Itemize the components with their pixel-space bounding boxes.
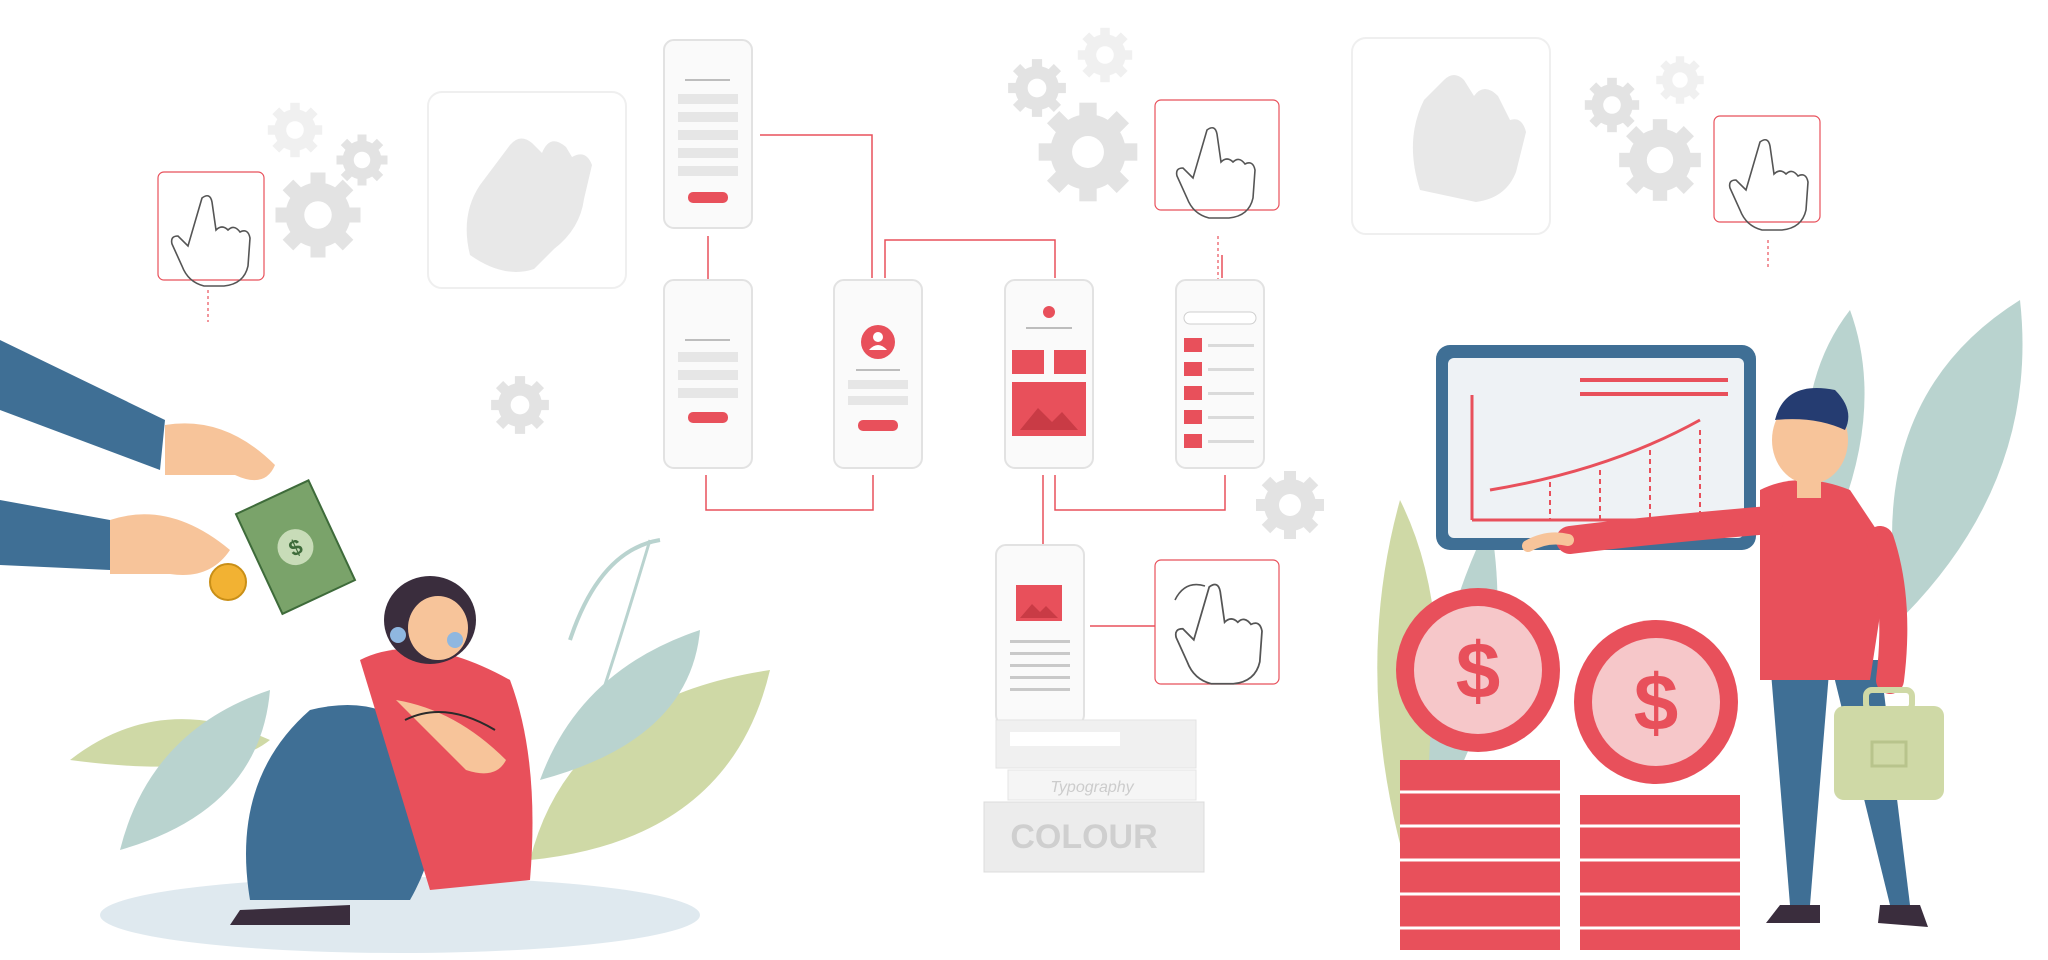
left-foliage (70, 538, 770, 953)
gear-icon (1619, 119, 1701, 201)
image-icon (1012, 350, 1044, 374)
gear-icon (1008, 59, 1066, 117)
gear-icon (1656, 56, 1704, 104)
banknote: $ (234, 479, 357, 616)
briefcase-icon (1834, 687, 1944, 800)
gear-icon (1584, 77, 1640, 133)
primary-button (688, 192, 728, 203)
book-title-typography: Typography (1050, 779, 1134, 796)
dollar-coin-icon: $ (1574, 620, 1738, 784)
svg-text:$: $ (1634, 658, 1679, 747)
phone-wireframe-search-list (1175, 279, 1265, 469)
coin-stack-left (1400, 760, 1560, 950)
gear-icon (491, 376, 549, 434)
coin-stack-right (1580, 795, 1740, 950)
gear-icon (275, 172, 361, 258)
tap-gesture-card (1713, 115, 1821, 268)
image-icon (1054, 350, 1086, 374)
pinch-hand-icon (466, 138, 592, 272)
phone-wireframe-form (663, 279, 753, 469)
phone-wireframe-list (663, 39, 753, 229)
book-stack: Typography COLOUR (983, 719, 1205, 873)
phone-wireframe-gallery (1004, 279, 1094, 469)
book-title-colour: COLOUR (1010, 818, 1157, 856)
growth-chart-icon (1489, 418, 1701, 492)
primary-button (688, 412, 728, 423)
flow-connectors (705, 134, 1226, 627)
tap-gesture-card (1154, 99, 1280, 280)
gear-icon (1256, 471, 1324, 539)
phone-wireframe-article (995, 544, 1085, 726)
coin (209, 563, 247, 601)
tap-gesture-card (157, 171, 265, 322)
giving-hands: $ (0, 340, 357, 616)
svg-text:$: $ (1456, 626, 1501, 715)
gear-icon (1038, 102, 1138, 202)
search-input (1183, 311, 1257, 325)
rotate-gesture-card (1154, 559, 1280, 685)
coin-stacks: $ $ (1396, 588, 1740, 950)
gear-icon (336, 134, 388, 186)
phone-wireframe-login (833, 279, 923, 469)
login-button (858, 420, 898, 431)
dollar-coin-icon: $ (1396, 588, 1560, 752)
growth-chart-board (1436, 345, 1756, 550)
gear-icon (1077, 27, 1133, 83)
pinch-gesture-card (427, 91, 627, 289)
pinch-hand-icon (1412, 75, 1526, 202)
gear-icon (267, 102, 323, 158)
pinch-gesture-card (1351, 37, 1551, 235)
sad-woman (230, 576, 533, 925)
presenting-man (1522, 388, 1944, 927)
